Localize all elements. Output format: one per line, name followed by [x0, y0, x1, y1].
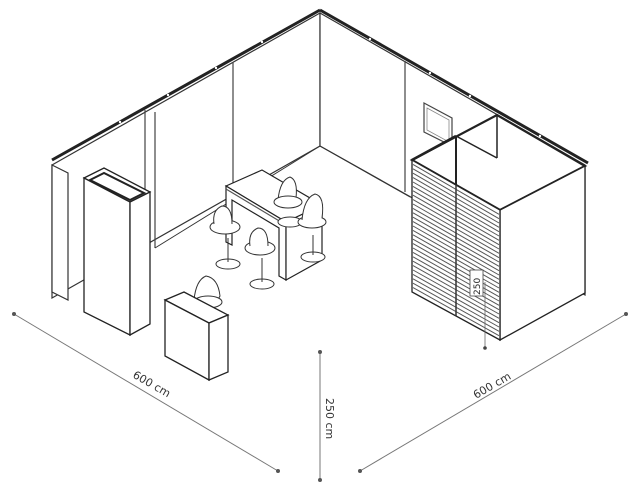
bar-stool-1 [209, 205, 241, 270]
bar-stool-4 [297, 193, 327, 263]
rail-lights [118, 37, 542, 138]
left-side-panel [51, 164, 69, 301]
reception-counter [163, 291, 230, 382]
dimension-height [318, 350, 322, 482]
dimension-height-label: 250 cm [323, 398, 336, 439]
bar-stool-3 [273, 176, 303, 228]
door-height-label: 250 [473, 278, 483, 295]
dimension-left [12, 312, 280, 473]
tall-column [82, 167, 152, 337]
dimension-right [358, 312, 628, 473]
bar-stool-2 [244, 227, 276, 290]
door-height-marker: 250 [469, 269, 487, 350]
dimension-right-label: 600 cm [471, 370, 513, 402]
